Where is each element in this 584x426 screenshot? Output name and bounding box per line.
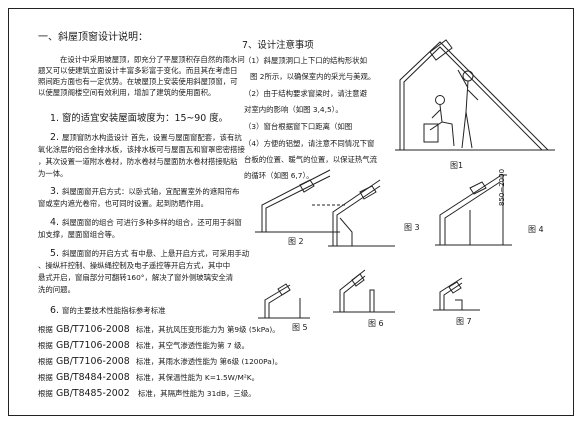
standard-desc: 标准，其空气渗透性能为第 7 级。 — [136, 341, 249, 350]
standard-prefix: 根据 — [38, 325, 53, 334]
standard-prefix: 根据 — [38, 357, 53, 366]
figure-2-caption: 图 2 — [288, 237, 304, 246]
item-line: ，其次设置一道附水卷材，防水卷材与屋面防水卷材搭接贴粘 — [38, 157, 238, 166]
note-line: （3）窗台根据窗下口距离（如图 — [244, 122, 353, 131]
item-line: 屋顶窗防水构造设计 首先，设置与屋面窗配套，该有抗 — [62, 133, 242, 142]
intro-line: 以使屋顶阁楼空间有效利用，增加了建筑的使用面积。 — [38, 88, 216, 97]
figure-6-caption: 图 6 — [368, 319, 384, 328]
figure-3-caption: 图 3 — [404, 223, 420, 232]
item-line: 窗的适宜安装屋面坡度为：15~90 度。 — [62, 113, 228, 124]
item-line: 悬式开启，窗扇部分可翻转160°，解决了窗外侧玻璃安全清 — [38, 273, 234, 282]
item-line: 氧化涂层的铝合金排水板，该排水板可与屋面瓦和窗罩密密搭接 — [38, 145, 245, 154]
note-line: 图 2所示，以确保室内的采光与美观。 — [250, 72, 376, 81]
section-heading: 一、斜屋顶窗设计说明： — [38, 32, 148, 43]
standard-desc: 标准，其抗风压变形能力为 第9级 (5kPa)。 — [136, 325, 280, 334]
standard-desc: 标准，其雨水渗透性能为 第6级 (1200Pa)。 — [136, 357, 283, 366]
standard-code: GB/T7106-2008 — [56, 324, 130, 335]
figure-5-drawing — [258, 283, 310, 319]
item-number: 1. — [50, 113, 59, 124]
standard-prefix: 根据 — [38, 373, 53, 382]
figure-1-caption: 图1 — [450, 161, 464, 170]
item-number: 4. — [50, 217, 59, 228]
item-number: 6. — [50, 305, 59, 316]
dimension-label: 850~2000 — [498, 168, 506, 206]
figure-6-drawing — [333, 269, 395, 313]
item-number: 2. — [50, 132, 59, 143]
note-line: （4）方便的铝塑，请注意不同情况下窗 — [244, 139, 375, 148]
intro-line: 题又可以使建筑立面设计丰富多彩富于变化。而且其在考虑日 — [38, 66, 238, 75]
standard-code: GB/T7106-2008 — [56, 356, 130, 367]
item-line: 窗的主要技术性能指标参考标准 — [62, 306, 166, 315]
standard-code: GB/T8485-2002 — [56, 388, 130, 399]
intro-line: 在设计中采用坡屋顶，即充分了平屋顶积存自然的雨水问 — [60, 55, 245, 64]
item-line: 、操纵杆控制、操纵绳控制及电子遥控等开启方式，其中中 — [38, 261, 231, 270]
item-line: 斜屋面窗开启方式：以卧式轴，宜配置室外的遮阳帘布 — [62, 187, 240, 196]
item-line: 斜屋面窗的开启方式 有中悬、上悬开启方式，可采用手动 — [62, 249, 250, 258]
figure-4-drawing — [435, 174, 512, 246]
standard-prefix: 根据 — [38, 341, 53, 350]
figure-3-drawing — [328, 179, 395, 247]
standard-code: GB/T8484-2008 — [56, 372, 130, 383]
standard-code: GB/T7106-2008 — [56, 340, 130, 351]
standard-desc: 标准，其保温性能为 K=1.5W/M²K。 — [136, 373, 260, 382]
item-line: 为一体。 — [38, 169, 68, 178]
note-line: （1）斜屋顶洞口上下口的结构形状如 — [244, 56, 367, 65]
figure-7-drawing — [433, 277, 480, 311]
drawing-sheet-border — [8, 8, 574, 416]
intro-line: 照间距方面也有一定优势。在坡屋顶上安装使用斜屋顶窗，可 — [38, 77, 238, 86]
figure-5-caption: 图 5 — [292, 323, 308, 332]
figure-1-drawing — [395, 39, 555, 151]
item-line: 加支撑，屋面窗组合等。 — [38, 230, 120, 239]
item-line: 窗或室内遮光卷帘，也可同时设置。起到防晒作用。 — [38, 199, 208, 208]
note-line: （2）由于结构要求窗梁时，请注意避 — [244, 89, 367, 98]
standard-desc: 标准，其隔声性能为 31dB，三级。 — [138, 389, 256, 398]
standard-prefix: 根据 — [38, 389, 53, 398]
note-line: 对室内的影响（如图 3,4,5）。 — [244, 105, 343, 114]
figure-2-drawing — [255, 169, 345, 233]
item-line: 斜屋面窗的组合 可进行多种多样的组合，还可用于斜窗 — [62, 218, 242, 227]
item-number: 5. — [50, 248, 59, 259]
note-line: 的循环（如图 6,7）。 — [244, 171, 314, 180]
note-line: 台板的位置、暖气的位置，以保证热气流 — [244, 155, 378, 164]
figure-4-caption: 图 4 — [528, 225, 544, 234]
notes-title: 7、设计注意事项 — [242, 40, 314, 51]
figure-7-caption: 图 7 — [456, 317, 472, 326]
item-number: 3. — [50, 186, 59, 197]
item-line: 洗的问题。 — [38, 285, 75, 294]
